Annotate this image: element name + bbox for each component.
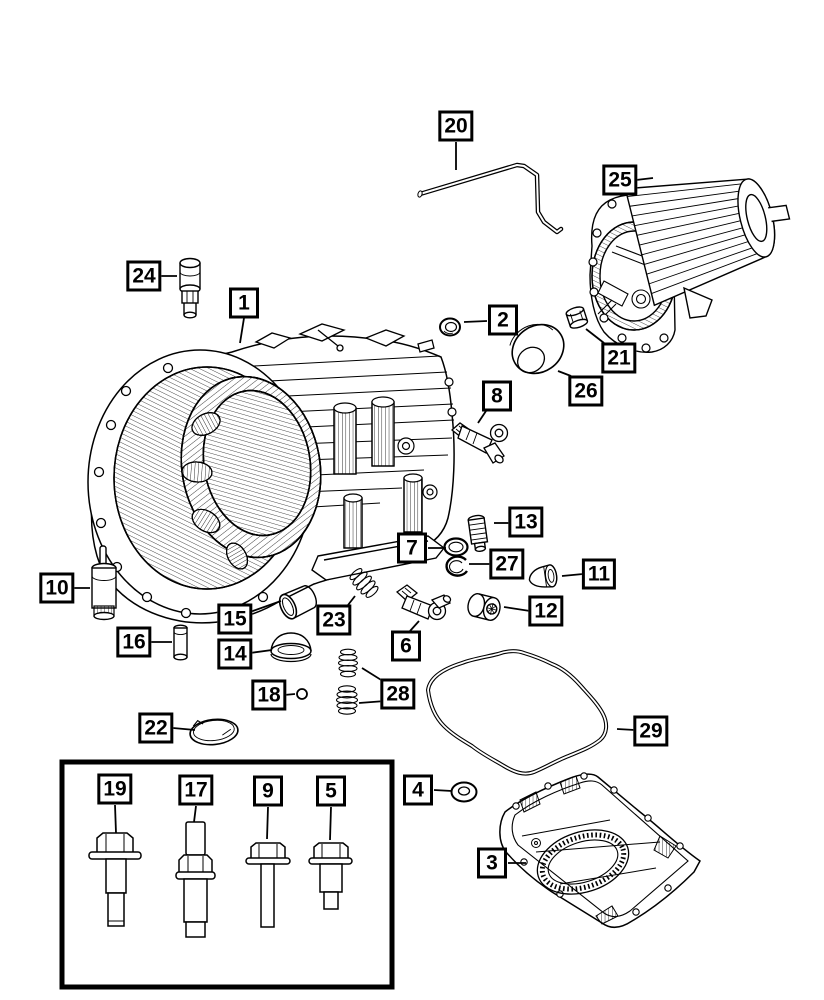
callout-15[interactable]: 15 — [217, 603, 253, 635]
leader-lines — [73, 142, 654, 864]
callout-4[interactable]: 4 — [403, 774, 433, 806]
callout-5[interactable]: 5 — [316, 775, 346, 807]
part-15-drawing — [278, 585, 317, 620]
callout-24[interactable]: 24 — [126, 260, 162, 292]
part-27-drawing — [445, 555, 468, 577]
callout-2[interactable]: 2 — [488, 304, 518, 336]
part-4-drawing — [450, 781, 478, 803]
part-2-drawing — [439, 317, 461, 337]
part-18-drawing — [296, 688, 308, 700]
part-11-drawing — [528, 564, 558, 588]
part-26-drawing — [509, 323, 565, 375]
part-8-drawing — [450, 422, 509, 464]
callout-21[interactable]: 21 — [601, 342, 637, 374]
bolt-5-drawing — [308, 842, 353, 910]
callout-8[interactable]: 8 — [482, 380, 512, 412]
callout-13[interactable]: 13 — [508, 506, 544, 538]
callout-12[interactable]: 12 — [528, 595, 564, 627]
callout-27[interactable]: 27 — [489, 548, 525, 580]
callout-16[interactable]: 16 — [116, 626, 152, 658]
hardware-box — [59, 759, 395, 990]
callout-10[interactable]: 10 — [39, 572, 75, 604]
pan-gasket-drawing — [425, 649, 609, 776]
callout-26[interactable]: 26 — [568, 375, 604, 407]
callout-23[interactable]: 23 — [316, 604, 352, 636]
callout-9[interactable]: 9 — [253, 775, 283, 807]
callout-11[interactable]: 11 — [581, 558, 617, 590]
callout-7[interactable]: 7 — [397, 532, 427, 564]
callout-22[interactable]: 22 — [138, 712, 174, 744]
oil-pan-drawing — [499, 772, 701, 928]
callout-19[interactable]: 19 — [97, 773, 133, 805]
callout-1[interactable]: 1 — [229, 287, 259, 319]
dipstick-tube-drawing — [417, 162, 564, 235]
callout-28[interactable]: 28 — [380, 678, 416, 710]
part-16-drawing — [173, 624, 188, 661]
part-28a-drawing — [337, 648, 359, 678]
bolt-9-drawing — [245, 842, 291, 928]
part-21-drawing — [565, 306, 589, 329]
callout-17[interactable]: 17 — [178, 774, 214, 806]
part-22-drawing — [189, 718, 239, 746]
callout-3[interactable]: 3 — [477, 847, 507, 879]
transmission-case-drawing — [87, 323, 457, 624]
callout-14[interactable]: 14 — [217, 638, 253, 670]
part-13-drawing — [467, 514, 489, 553]
callout-18[interactable]: 18 — [251, 679, 287, 711]
part-24-drawing — [179, 257, 201, 319]
stud-17-drawing — [175, 821, 216, 938]
part-28b-drawing — [335, 685, 359, 715]
callout-29[interactable]: 29 — [633, 715, 669, 747]
extension-housing-drawing — [588, 178, 791, 353]
part-7-drawing — [443, 537, 469, 557]
part-12-drawing — [467, 593, 501, 621]
part-10-drawing — [91, 545, 117, 621]
part-6-drawing — [395, 584, 452, 621]
part-23-drawing — [349, 568, 379, 598]
part-14-drawing — [270, 632, 312, 663]
callout-6[interactable]: 6 — [391, 630, 421, 662]
callout-20[interactable]: 20 — [438, 110, 474, 142]
bolt-19-drawing — [88, 832, 142, 927]
callout-25[interactable]: 25 — [602, 164, 638, 196]
